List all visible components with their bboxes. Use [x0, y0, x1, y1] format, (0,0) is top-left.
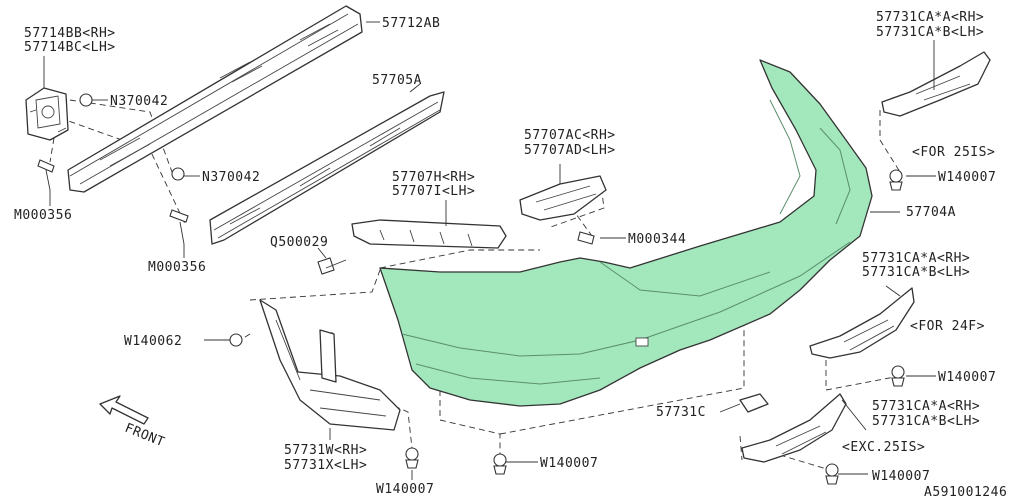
energy-absorber: [209, 91, 445, 245]
label-57731cab-mid: 57731CA*B<LH>: [862, 265, 970, 280]
label-57704a: 57704A: [906, 205, 956, 220]
label-m000356-a: M000356: [14, 208, 72, 223]
under-panel-bottom: [741, 393, 847, 463]
label-57731caa-bot: 57731CA*A<RH>: [872, 399, 980, 414]
label-57731c: 57731C: [656, 405, 706, 420]
label-for-25is: <FOR 25IS>: [912, 145, 995, 160]
label-exc-25is: <EXC.25IS>: [842, 440, 925, 455]
under-panel-top: [881, 51, 991, 117]
label-57714bb: 57714BB<RH>: [24, 26, 116, 41]
label-m000344: M000344: [628, 232, 686, 247]
label-57731caa-top: 57731CA*A<RH>: [876, 10, 984, 25]
label-57707h: 57707H<RH>: [392, 170, 475, 185]
label-n370042-b: N370042: [202, 170, 260, 185]
label-57731caa-mid: 57731CA*A<RH>: [862, 251, 970, 266]
under-panel-mid: [809, 287, 915, 359]
label-57705a: 57705A: [372, 73, 422, 88]
label-57712ab: 57712AB: [382, 16, 440, 31]
clip-fasteners: [229, 169, 905, 485]
label-for-24f: <FOR 24F>: [910, 319, 985, 334]
fasteners-upper: [37, 93, 595, 275]
label-m000356-b: M000356: [148, 260, 206, 275]
beam-bracket: [25, 87, 69, 141]
label-57707ac: 57707AC<RH>: [524, 128, 616, 143]
label-w140062: W140062: [124, 334, 182, 349]
label-57714bc: 57714BC<LH>: [24, 40, 116, 55]
label-57707i: 57707I<LH>: [392, 184, 475, 199]
label-w140007-bot: W140007: [872, 469, 930, 484]
label-front: FRONT: [123, 421, 167, 451]
label-57731x: 57731X<LH>: [284, 458, 367, 473]
side-bracket-rear: [519, 175, 607, 221]
label-w140007-top: W140007: [938, 170, 996, 185]
lower-side-bracket: [259, 299, 401, 431]
part-labels: 57714BB<RH> 57714BC<LH> 57712AB N370042 …: [14, 10, 1007, 496]
label-57707ad: 57707AD<LH>: [524, 143, 616, 158]
label-q500029: Q500029: [270, 235, 328, 250]
reinforcement-beam: [67, 5, 363, 193]
label-w140007-b: W140007: [376, 482, 434, 496]
label-57731cab-top: 57731CA*B<LH>: [876, 25, 984, 40]
label-w140007-a: W140007: [540, 456, 598, 471]
label-57731w: 57731W<RH>: [284, 443, 367, 458]
rear-bumper-cover: [379, 59, 873, 407]
label-ref-code: A591001246: [924, 485, 1007, 496]
side-bracket-upper: [351, 219, 507, 249]
label-n370042-a: N370042: [110, 94, 168, 109]
front-arrow-icon: [99, 395, 149, 425]
leader-lines: [43, 21, 936, 480]
label-w140007-mid: W140007: [938, 370, 996, 385]
label-57731cab-bot: 57731CA*B<LH>: [872, 414, 980, 429]
